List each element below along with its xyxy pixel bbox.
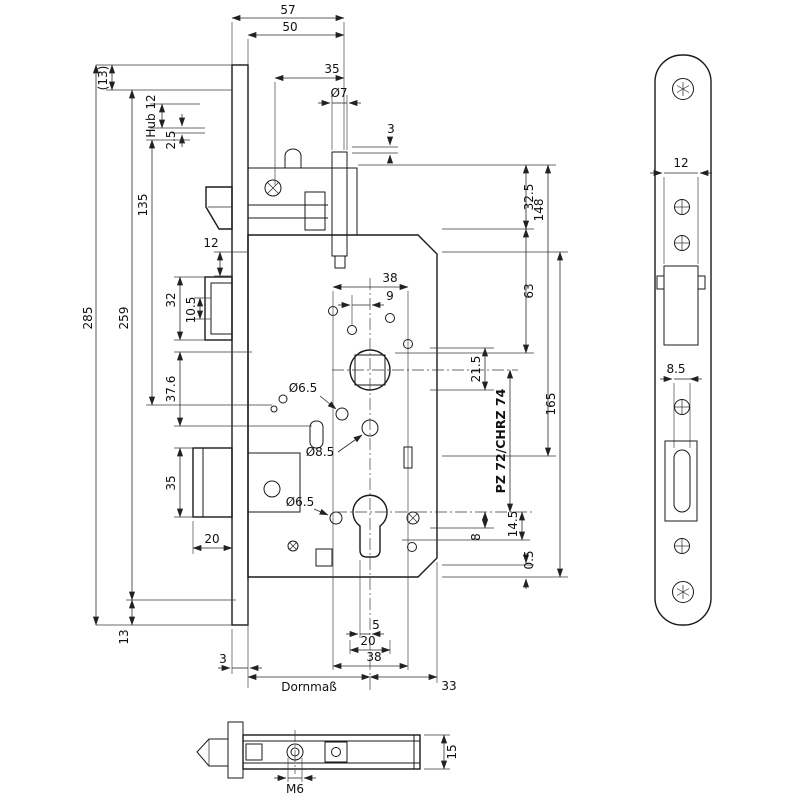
dim-135-label: 135 (136, 194, 150, 217)
dim-m6-label: M6 (286, 782, 304, 796)
lock-case-outline (247, 234, 438, 578)
dim-20-deadbolt-label: 20 (204, 532, 219, 546)
section-view: 15 M6 (196, 721, 459, 796)
dim-63-label: 63 (522, 283, 536, 298)
dim-dia6-5-upper-label: Ø6.5 (289, 381, 318, 395)
dim-50-label: 50 (282, 20, 297, 34)
dim-dornmass-label: Dornmaß (281, 680, 337, 694)
dim-plate-8-5-label: 8.5 (666, 362, 685, 376)
faceplate-outline (654, 54, 712, 626)
case-screw-hole-left (287, 540, 299, 552)
dim-12-label: 12 (203, 236, 218, 250)
dim-plate-12-label: 12 (673, 156, 688, 170)
latch-cutout (663, 265, 699, 346)
change-lever-foot (334, 255, 346, 269)
dim-32-label: 32 (164, 292, 178, 307)
dim-0-5-label: 0.5 (522, 550, 536, 569)
dim-165-label: 165 (544, 393, 558, 416)
latch-section (196, 738, 229, 767)
dim-8-label: 8 (469, 533, 483, 541)
dim-15-label: 15 (445, 744, 459, 759)
extension-lines (96, 22, 568, 688)
dim-21-5-label: 21.5 (469, 356, 483, 383)
dim-32-5-label: 32.5 (522, 184, 536, 211)
dim-pz72-chrz74-label: PZ 72/CHRZ 74 (493, 388, 508, 493)
dim-2-5-label: 2.5 (164, 130, 178, 149)
case-section (242, 734, 421, 770)
torx-screw-bottom-icon (672, 581, 694, 603)
hole-6-5-lower (329, 511, 343, 525)
deadbolt-tail (247, 452, 301, 513)
dim-57-label: 57 (280, 3, 295, 17)
dim-dia7-label: Ø7 (330, 86, 347, 100)
lock-body-view (192, 64, 438, 626)
stud-hole-b (347, 325, 357, 335)
dim-35-deadbolt-label: 35 (164, 475, 178, 490)
deadbolt-slot (673, 449, 691, 513)
trigger-pin (284, 148, 302, 168)
torx-screw-top-icon (672, 78, 694, 100)
follower-section (324, 741, 348, 763)
dim-dia6-5-lower-label: Ø6.5 (286, 495, 315, 509)
dim-13-bottom-label: 13 (117, 629, 131, 644)
dim-hub12-label: Hub 12 (144, 94, 158, 137)
dim-10-5-label: 10.5 (184, 297, 198, 324)
dim-35-top-label: 35 (324, 62, 339, 76)
latch-bolt (205, 186, 233, 230)
dim-5-label: 5 (372, 618, 380, 632)
euro-profile-cylinder-hole (352, 494, 388, 558)
dim-3-top-label: 3 (387, 122, 395, 136)
hole-6-5-upper (335, 407, 349, 421)
faceplate-front-view: 12 8.5 (650, 54, 712, 626)
dim-285-label: 285 (81, 307, 95, 330)
deadbolt-cutout (664, 440, 698, 522)
slot-cutout (309, 420, 324, 449)
dim-38-top-label: 38 (382, 271, 397, 285)
dimensions: 57 50 35 Ø7 3 (13) 285 259 13 Hub 12 2.5… (81, 3, 564, 694)
deadbolt-pin-hole (263, 480, 281, 498)
dim-148-label: 148 (532, 199, 546, 222)
dim-3-bottom-label: 3 (219, 652, 227, 666)
stud-hole-c (385, 313, 395, 323)
dim-38-bottom-label: 38 (366, 650, 381, 664)
dim-37-6-label: 37.6 (164, 376, 178, 403)
dim-33-label: 33 (441, 679, 456, 693)
case-screw-hole-right (406, 511, 420, 525)
dim-20-bottom-label: 20 (360, 634, 375, 648)
dim-259-label: 259 (117, 307, 131, 330)
hatched-block (315, 548, 333, 567)
forend-faceplate-edge (231, 64, 249, 626)
dim-14-5-label: 14.5 (506, 511, 520, 538)
latch-screw-hole (264, 179, 282, 197)
faceplate-section (227, 721, 244, 779)
dim-9-label: 9 (386, 289, 394, 303)
deadbolt-head (192, 447, 233, 518)
upper-fixing-box (204, 276, 233, 341)
dim-dia8-5-label: Ø8.5 (306, 445, 335, 459)
dim-13-top-label: (13) (96, 66, 110, 91)
latch-guide-block (304, 191, 326, 231)
latch-housing (248, 167, 358, 235)
